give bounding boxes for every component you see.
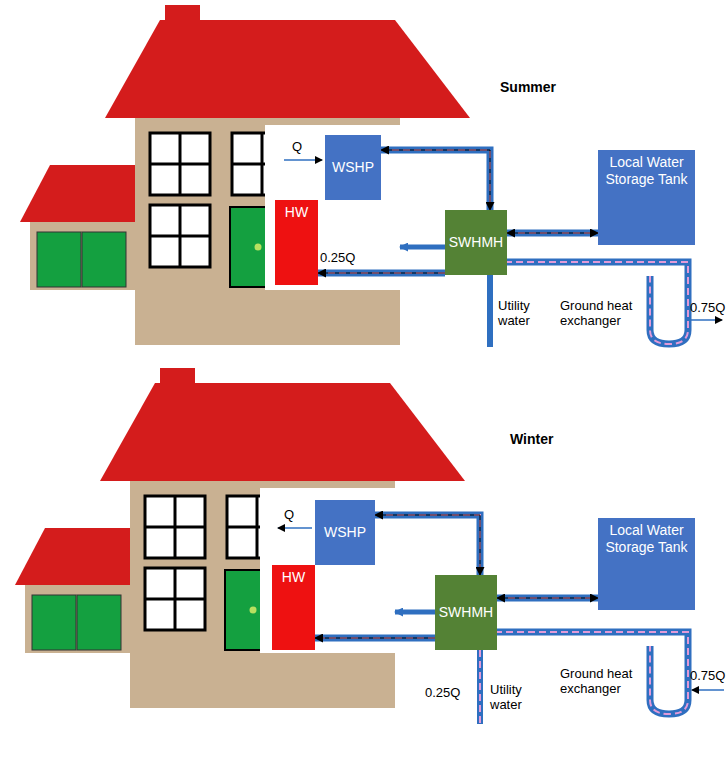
manifold-box: SWHMH — [445, 210, 507, 275]
storage-tank-box: Local Water Storage Tank — [598, 518, 695, 610]
heat-pump-box: WSHP — [325, 135, 381, 200]
water-pipe — [507, 233, 598, 234]
heat-pump-box: WSHP — [315, 500, 375, 565]
water-pipe — [375, 515, 480, 575]
node-text: Local Water Storage Tank — [602, 154, 691, 188]
flow-label: 0.25Q — [425, 685, 470, 700]
node-text: HW — [285, 204, 308, 221]
season-heading: Winter — [510, 432, 590, 447]
node-text: SWHMH — [449, 234, 503, 251]
manifold-box: SWHMH — [435, 575, 497, 650]
node-text: Local Water Storage Tank — [602, 522, 691, 556]
water-pipe — [318, 273, 445, 274]
pipe-label: Ground heat exchanger — [560, 666, 640, 696]
node-text: HW — [282, 569, 305, 586]
pipe-label: Utility water — [498, 298, 553, 328]
node-text: SWHMH — [439, 604, 493, 621]
water-pipe — [381, 150, 490, 210]
flow-label: Q — [284, 507, 304, 522]
hot-water-tank: HW — [275, 200, 318, 285]
flow-label: 0.25Q — [320, 250, 365, 265]
water-pipe — [497, 598, 598, 599]
node-text: WSHP — [332, 159, 374, 176]
hot-water-tank: HW — [272, 565, 315, 650]
pipe-label: Ground heat exchanger — [560, 298, 640, 328]
season-heading: Summer — [500, 80, 580, 95]
storage-tank-box: Local Water Storage Tank — [598, 150, 695, 245]
flow-label: 0.75Q — [690, 300, 726, 315]
pipe-label: Utility water — [490, 682, 545, 712]
water-pipe — [315, 638, 435, 639]
node-text: WSHP — [324, 524, 366, 541]
flow-label: Q — [292, 139, 312, 154]
flow-label: 0.75Q — [690, 668, 726, 683]
